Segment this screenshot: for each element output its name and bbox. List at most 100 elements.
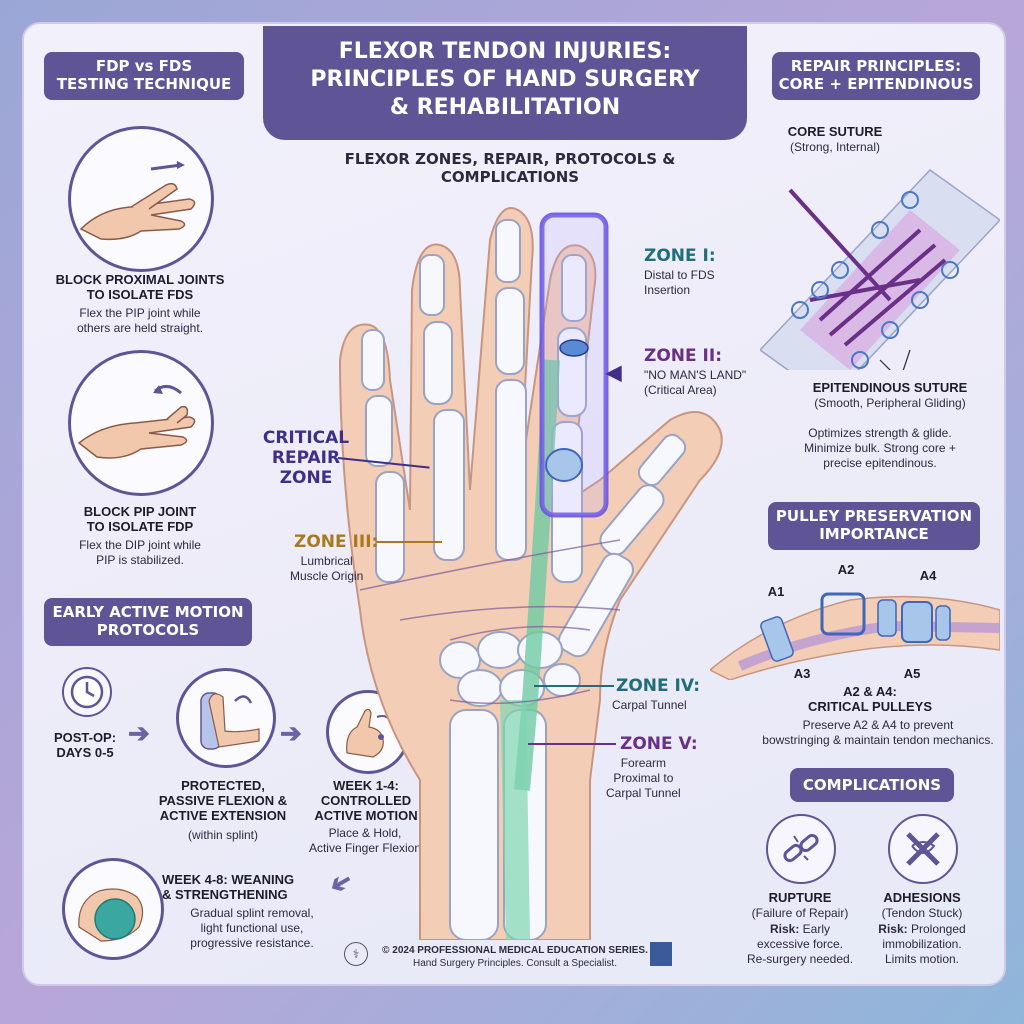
rupture-sub: (Failure of Repair) [751,906,849,920]
zone-1-line-1: Distal to FDS [644,268,715,282]
week48-line-3: Gradual splint removal, [190,906,314,920]
week48-title: WEEK 4-8: WEANING & STRENGTHENING [162,872,332,902]
zone-2-line-2: (Critical Area) [644,383,717,397]
zone-1-desc: Distal to FDS Insertion [644,268,715,298]
critical-repair-zone-label: CRITICAL REPAIR ZONE [246,428,366,488]
splint-hand-icon [200,692,260,750]
pulley-critical-line-2: CRITICAL PULLEYS [808,699,932,714]
protected-line-3: ACTIVE EXTENSION [159,808,287,823]
week14-line-1: WEEK 1-4: [333,778,399,793]
broken-chain-icon [783,833,819,863]
pulley-a5-label: A5 [903,666,921,681]
zone-5-line-1: Forearm [620,756,667,770]
rupture-title: RUPTURE [768,890,832,905]
protected-note: (within splint) [187,828,259,842]
adhesion-risk-label: Risk: [878,922,908,936]
fdp-desc: Flex the DIP joint while PIP is stabiliz… [40,538,240,568]
footer-text: © 2024 PROFESSIONAL MEDICAL EDUCATION SE… [370,944,660,970]
rupture-illustration [766,814,836,884]
finger-pulley-illustration [710,592,1000,680]
postop-line-1: POST-OP: [53,730,117,745]
epitendinous-title: EPITENDINOUS SUTURE [812,380,968,395]
week14-line-5: Active Finger Flexion [308,841,422,855]
fdp-hand-icon [77,385,196,459]
pulley-desc-line-1: Preserve A2 & A4 to prevent [802,718,954,732]
fds-desc-line-1: Flex the PIP joint while [79,306,201,320]
postop-label: POST-OP: DAYS 0-5 [30,730,140,760]
protocols-header: EARLY ACTIVE MOTION PROTOCOLS [44,598,252,646]
pulley-a3-label: A3 [793,666,811,681]
protocol-arrow-1-icon: ➔ [128,718,150,748]
protected-line-1: PROTECTED, [181,778,265,793]
core-suture-title: CORE SUTURE [787,124,883,139]
adhesion-title: ADHESIONS [883,890,961,905]
splint-illustration [176,668,276,768]
pulley-critical-line-1: A2 & A4: [843,684,897,699]
week14-line-3: ACTIVE MOTION [314,808,418,823]
repair-header: REPAIR PRINCIPLES: CORE + EPITENDINOUS [772,52,980,100]
subtitle: FLEXOR ZONES, REPAIR, PROTOCOLS & COMPLI… [344,150,676,186]
rupture-risk: Risk: Early excessive force. Re-surgery … [740,922,860,967]
fds-test-illustration [68,126,214,272]
postop-line-2: DAYS 0-5 [56,745,114,760]
testing-header-line-1: FDP vs FDS [95,57,193,75]
zone-3-connector [376,541,442,543]
adhesion-sub: (Tendon Stuck) [881,906,963,920]
core-suture-desc: (Strong, Internal) [789,140,881,154]
critical-line-2: REPAIR [271,448,341,468]
zone-3-line-2: Muscle Origin [290,569,364,583]
fdp-test-illustration [68,350,214,496]
testing-header-line-2: TESTING TECHNIQUE [56,75,232,93]
pulley-header-line-1: PULLEY PRESERVATION [775,507,973,525]
week48-line-1: WEEK 4-8: WEANING [162,872,295,887]
protected-title: PROTECTED, PASSIVE FLEXION & ACTIVE EXTE… [148,778,298,823]
adhesion-risk-line-3: Limits motion. [884,952,960,966]
adhesion-knot-icon [906,832,940,866]
rupture-risk-line-2: excessive force. [756,937,844,951]
adhesion-illustration [888,814,958,884]
footer-line-2: Hand Surgery Principles. Consult a Speci… [413,958,617,969]
title-line-2: PRINCIPLES OF HAND SURGERY [310,67,700,92]
week14-line-4: Place & Hold, [328,826,402,840]
zone-4-title: ZONE IV: [616,676,701,696]
week48-line-2: & STRENGTHENING [162,887,288,902]
rupture-risk-label: Risk: [769,922,800,936]
pulley-a2-label: A2 [837,562,855,577]
zone-5-title: ZONE V: [620,734,698,754]
pulley-header: PULLEY PRESERVATION IMPORTANCE [768,502,980,550]
zone-2-desc: "NO MAN'S LAND" (Critical Area) [644,368,746,398]
clock-illustration [62,667,112,717]
pulley-critical-label: A2 & A4: CRITICAL PULLEYS [780,684,960,714]
title-banner: FLEXOR TENDON INJURIES: PRINCIPLES OF HA… [263,26,747,140]
critical-line-3: ZONE [279,468,333,488]
place-hold-hand-icon [346,708,392,758]
stress-ball-illustration [62,858,164,960]
zone-5-connector [528,743,616,745]
testing-header: FDP vs FDS TESTING TECHNIQUE [44,52,244,100]
fds-desc: Flex the PIP joint while others are held… [40,306,240,336]
zone-3-line-1: Lumbrical [300,554,353,568]
fds-desc-line-2: others are held straight. [76,321,204,335]
fds-title: BLOCK PROXIMAL JOINTS TO ISOLATE FDS [40,272,240,302]
pulley-a1-label: A1 [767,584,785,599]
footer-line-1: © 2024 PROFESSIONAL MEDICAL EDUCATION SE… [382,945,648,956]
zone-5-line-2: Proximal to [613,771,674,785]
week14-line-2: CONTROLLED [320,793,412,808]
zone-1-title: ZONE I: [644,246,716,266]
fds-title-line-2: TO ISOLATE FDS [86,287,194,302]
adhesion-risk-line-1: Risk: Prolonged [862,922,982,937]
adhesion-risk: Risk: Prolonged immobilization. Limits m… [862,922,982,967]
fdp-title-line-2: TO ISOLATE FDP [86,519,194,534]
fdp-title-line-1: BLOCK PIP JOINT [83,504,197,519]
repair-header-line-2: CORE + EPITENDINOUS [778,75,974,93]
protocols-header-line-2: PROTOCOLS [96,621,200,639]
fdp-title: BLOCK PIP JOINT TO ISOLATE FDP [40,504,240,534]
zone-2-arrow-icon: ◀ [606,362,622,384]
week48-line-5: progressive resistance. [190,936,314,950]
fds-hand-icon [79,161,196,241]
title-line-3: & REHABILITATION [389,95,621,120]
clock-icon [70,675,104,709]
rupture-risk-text-1: Early [802,922,831,936]
pulley-desc: Preserve A2 & A4 to prevent bowstringing… [758,718,998,748]
zone-4-desc: Carpal Tunnel [612,698,687,712]
